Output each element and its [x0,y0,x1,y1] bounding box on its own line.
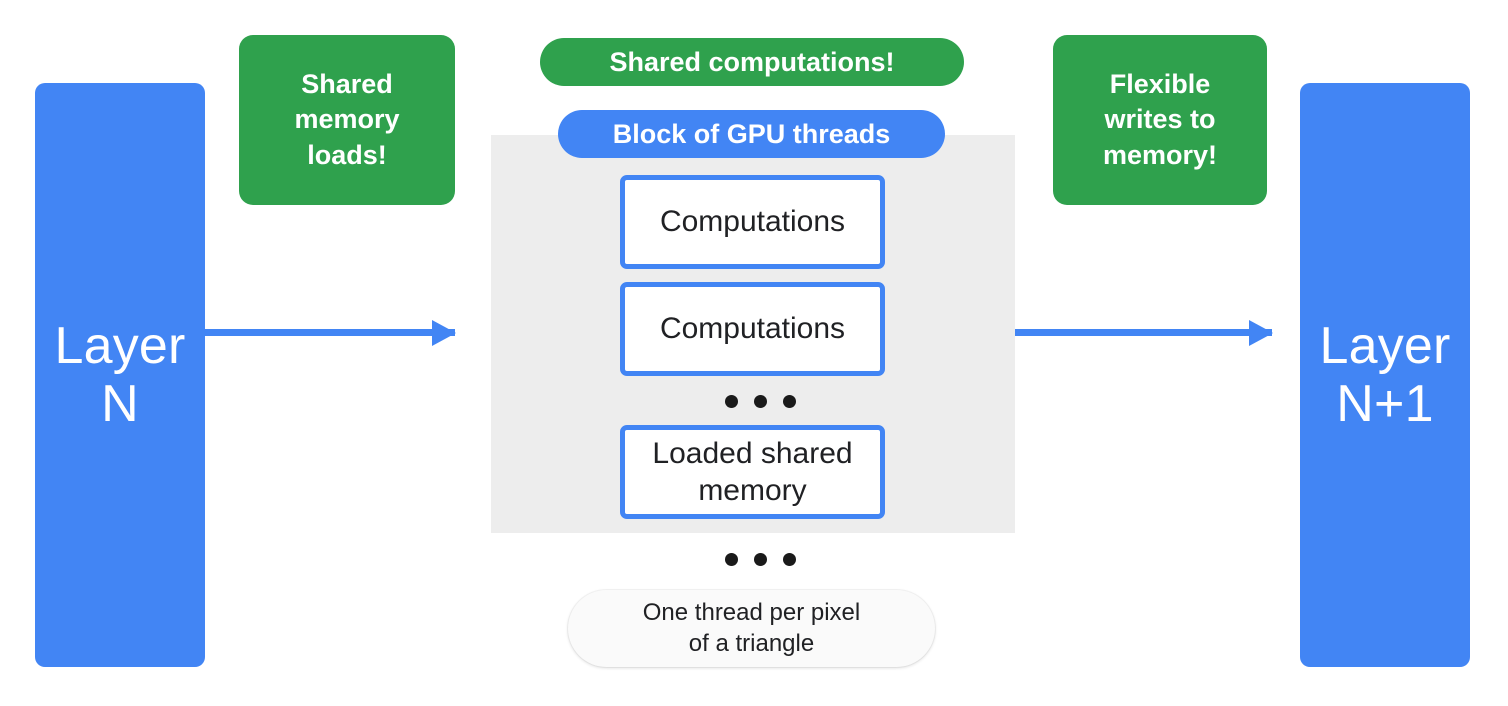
pill-shared-computations: Shared computations! [540,38,964,86]
dot [754,395,767,408]
arrow-layer-n-to-block-icon [205,329,455,336]
layer-n-plus-1-block: Layer N+1 [1300,83,1470,667]
dot [783,553,796,566]
dot [783,395,796,408]
dot [725,395,738,408]
pill-block-of-gpu-threads: Block of GPU threads [558,110,945,158]
ellipsis-inner-icon [725,395,796,408]
callout-flexible-writes-to-memory: Flexible writes to memory! [1053,35,1267,205]
callout-shared-memory-loads: Shared memory loads! [239,35,455,205]
ellipsis-outer-icon [725,553,796,566]
thread-box-loaded-shared-memory: Loaded shared memory [620,425,885,519]
thread-box-computations-2: Computations [620,282,885,376]
thread-box-computations-1: Computations [620,175,885,269]
dot [754,553,767,566]
dot [725,553,738,566]
layer-n-block: Layer N [35,83,205,667]
note-one-thread-per-pixel: One thread per pixel of a triangle [568,590,935,667]
arrow-block-to-layer-n-plus-1-icon [1015,329,1272,336]
